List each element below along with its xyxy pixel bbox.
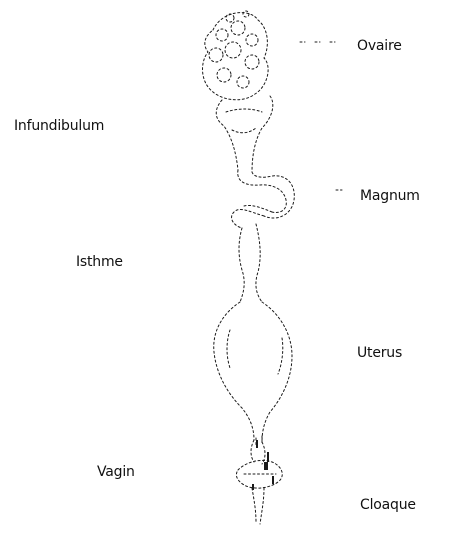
label-ovaire: Ovaire [357, 38, 402, 54]
label-isthme: Isthme [76, 254, 123, 270]
uterus-shape [214, 302, 292, 442]
vagina-dark-marks [252, 440, 274, 490]
label-uterus: Uterus [357, 345, 402, 361]
label-magnum: Magnum [360, 188, 420, 204]
magnum-shape [232, 170, 295, 228]
label-vagin: Vagin [97, 464, 135, 480]
isthmus-shape [239, 224, 262, 302]
label-cloaque: Cloaque [360, 497, 416, 513]
ovary-shape [203, 11, 269, 100]
cloaca-shape [236, 460, 282, 524]
infundibulum-shape [216, 96, 273, 172]
label-infundibulum: Infundibulum [14, 118, 104, 134]
